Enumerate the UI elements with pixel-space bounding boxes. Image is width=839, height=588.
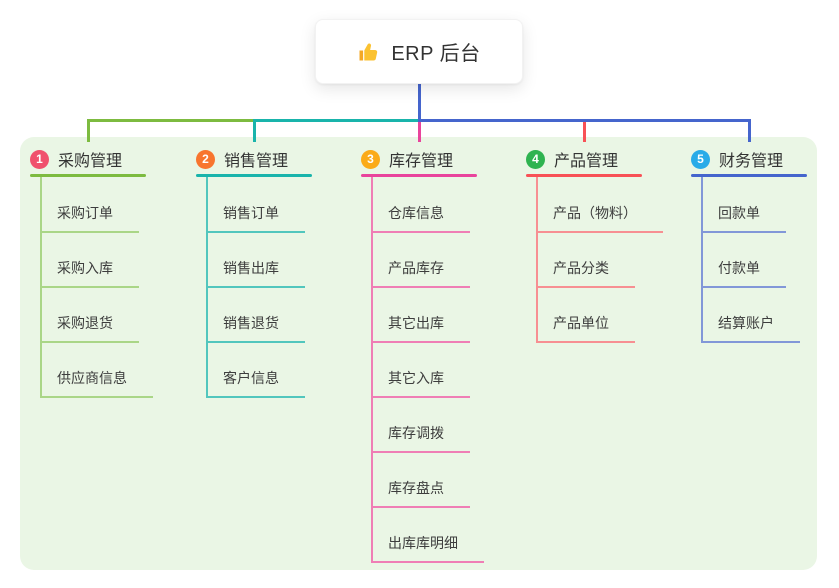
child-node[interactable]: 供应商信息 bbox=[40, 370, 153, 398]
thumbs-up-icon bbox=[357, 40, 381, 64]
branch-node[interactable]: 1 采购管理 bbox=[30, 147, 122, 171]
branch-underline bbox=[526, 174, 642, 177]
child-node[interactable]: 采购订单 bbox=[40, 205, 139, 233]
child-node[interactable]: 出库库明细 bbox=[371, 535, 484, 563]
connector-drop-line bbox=[747, 119, 751, 142]
child-node[interactable]: 采购入库 bbox=[40, 260, 139, 288]
branch-underline bbox=[30, 174, 146, 177]
branch-number-badge: 1 bbox=[30, 149, 49, 169]
child-node[interactable]: 销售退货 bbox=[206, 315, 305, 343]
child-node[interactable]: 回款单 bbox=[701, 205, 786, 233]
child-node[interactable]: 产品（物料） bbox=[536, 205, 663, 233]
connector-drop-line bbox=[252, 119, 256, 142]
root-node[interactable]: ERP 后台 bbox=[315, 19, 523, 84]
branch-trunk-line bbox=[701, 177, 703, 343]
connector-drop-line bbox=[417, 119, 421, 142]
branch-node[interactable]: 4 产品管理 bbox=[526, 147, 618, 171]
branch-underline bbox=[691, 174, 807, 177]
branch-label: 采购管理 bbox=[58, 153, 123, 170]
branch-underline bbox=[361, 174, 477, 177]
branch-trunk-line bbox=[371, 177, 373, 563]
child-node[interactable]: 客户信息 bbox=[206, 370, 305, 398]
child-node[interactable]: 仓库信息 bbox=[371, 205, 470, 233]
connector-rail-segment bbox=[252, 119, 421, 122]
root-connector-line bbox=[417, 84, 421, 122]
branch-label: 产品管理 bbox=[554, 153, 619, 170]
child-node[interactable]: 库存调拨 bbox=[371, 425, 470, 453]
root-label: ERP 后台 bbox=[391, 43, 481, 65]
child-node[interactable]: 其它出库 bbox=[371, 315, 470, 343]
branch-number-badge: 3 bbox=[361, 149, 380, 169]
child-node[interactable]: 销售订单 bbox=[206, 205, 305, 233]
branch-underline bbox=[196, 174, 312, 177]
connector-drop-line bbox=[86, 119, 90, 142]
branch-trunk-line bbox=[40, 177, 42, 398]
child-node[interactable]: 采购退货 bbox=[40, 315, 139, 343]
child-node[interactable]: 产品分类 bbox=[536, 260, 635, 288]
child-node[interactable]: 付款单 bbox=[701, 260, 786, 288]
connector-drop-line bbox=[582, 119, 586, 142]
branches-panel bbox=[20, 137, 817, 570]
child-node[interactable]: 库存盘点 bbox=[371, 480, 470, 508]
child-node[interactable]: 销售出库 bbox=[206, 260, 305, 288]
branch-number-badge: 5 bbox=[691, 149, 710, 169]
branch-label: 库存管理 bbox=[389, 153, 454, 170]
branch-trunk-line bbox=[206, 177, 208, 398]
branch-node[interactable]: 5 财务管理 bbox=[691, 147, 783, 171]
child-node[interactable]: 结算账户 bbox=[701, 315, 800, 343]
branch-node[interactable]: 3 库存管理 bbox=[361, 147, 453, 171]
child-node[interactable]: 产品库存 bbox=[371, 260, 470, 288]
branch-label: 销售管理 bbox=[224, 153, 289, 170]
branch-node[interactable]: 2 销售管理 bbox=[196, 147, 288, 171]
branch-label: 财务管理 bbox=[719, 153, 784, 170]
connector-rail-segment bbox=[417, 119, 751, 122]
branch-trunk-line bbox=[536, 177, 538, 343]
child-node[interactable]: 产品单位 bbox=[536, 315, 635, 343]
child-node[interactable]: 其它入库 bbox=[371, 370, 470, 398]
branch-number-badge: 4 bbox=[526, 149, 545, 169]
branch-number-badge: 2 bbox=[196, 149, 215, 169]
